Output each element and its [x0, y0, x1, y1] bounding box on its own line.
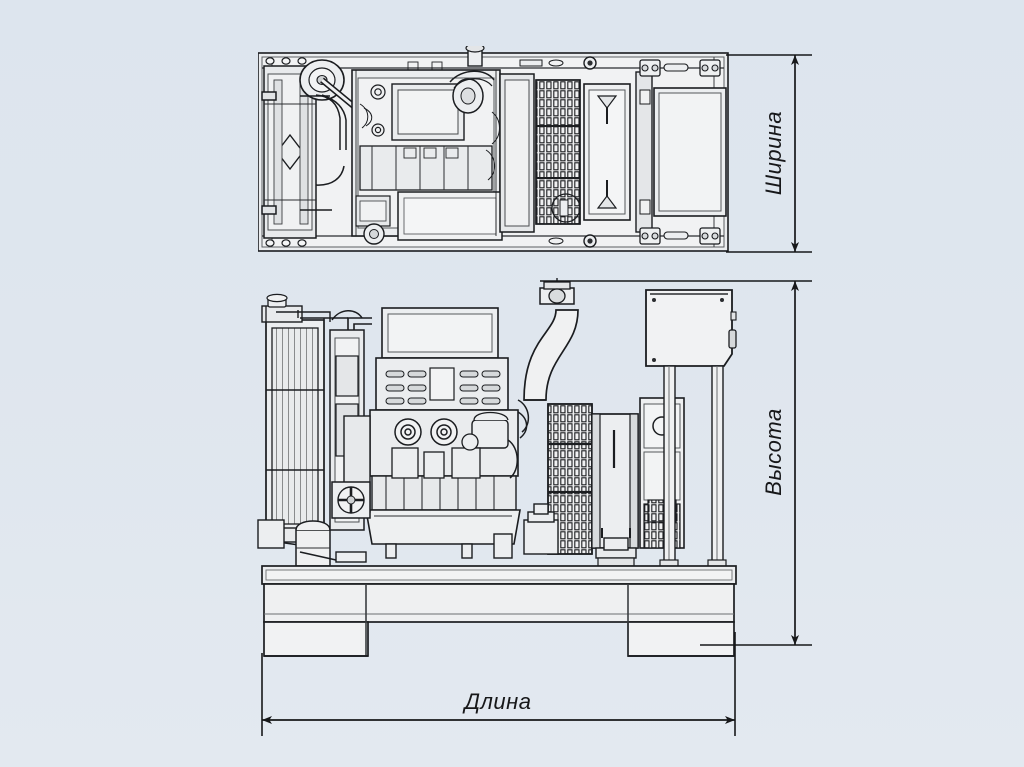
- side-view-alternator: [547, 403, 639, 555]
- side-view-accessories: [493, 503, 559, 559]
- side-view-control-panel: [645, 289, 737, 569]
- side-view-exhaust-elbow: [523, 278, 579, 401]
- side-view-alternator-foot: [595, 528, 637, 567]
- top-view-alternator: [535, 79, 581, 225]
- side-view-radiator: [261, 293, 325, 543]
- side-view-radiator-guard: [257, 310, 331, 549]
- top-view-exhaust-stub: [465, 46, 485, 67]
- top-view-control-panel: [635, 71, 727, 233]
- height-label: Высота: [761, 408, 786, 495]
- dimension-width: Ширина: [726, 54, 812, 253]
- side-view-starter: [331, 481, 371, 519]
- side-view-hoses: [507, 399, 530, 479]
- side-view-terminal-box: [639, 397, 685, 549]
- side-view-skid-base: [261, 565, 737, 657]
- side-view-intake-pipe: [300, 317, 372, 330]
- top-view-engine: [351, 61, 503, 245]
- top-view-coolant-piping: [261, 91, 347, 215]
- top-view-fan: [299, 59, 358, 111]
- side-view-engine-mounts: [299, 543, 473, 563]
- dimension-length: Длина: [261, 632, 736, 736]
- length-label: Длина: [462, 689, 532, 714]
- top-view-mounting-holes: [265, 57, 307, 247]
- top-view-flywheel-housing: [499, 73, 535, 233]
- top-view: [258, 46, 729, 252]
- side-view: [257, 278, 737, 657]
- top-view-lifting-lugs: [519, 56, 721, 248]
- side-view-expansion-tank: [295, 520, 331, 567]
- top-view-terminal-box: [583, 83, 631, 221]
- dimension-height: Высота: [540, 280, 812, 646]
- side-view-engine: [343, 307, 521, 545]
- width-label: Ширина: [761, 111, 786, 195]
